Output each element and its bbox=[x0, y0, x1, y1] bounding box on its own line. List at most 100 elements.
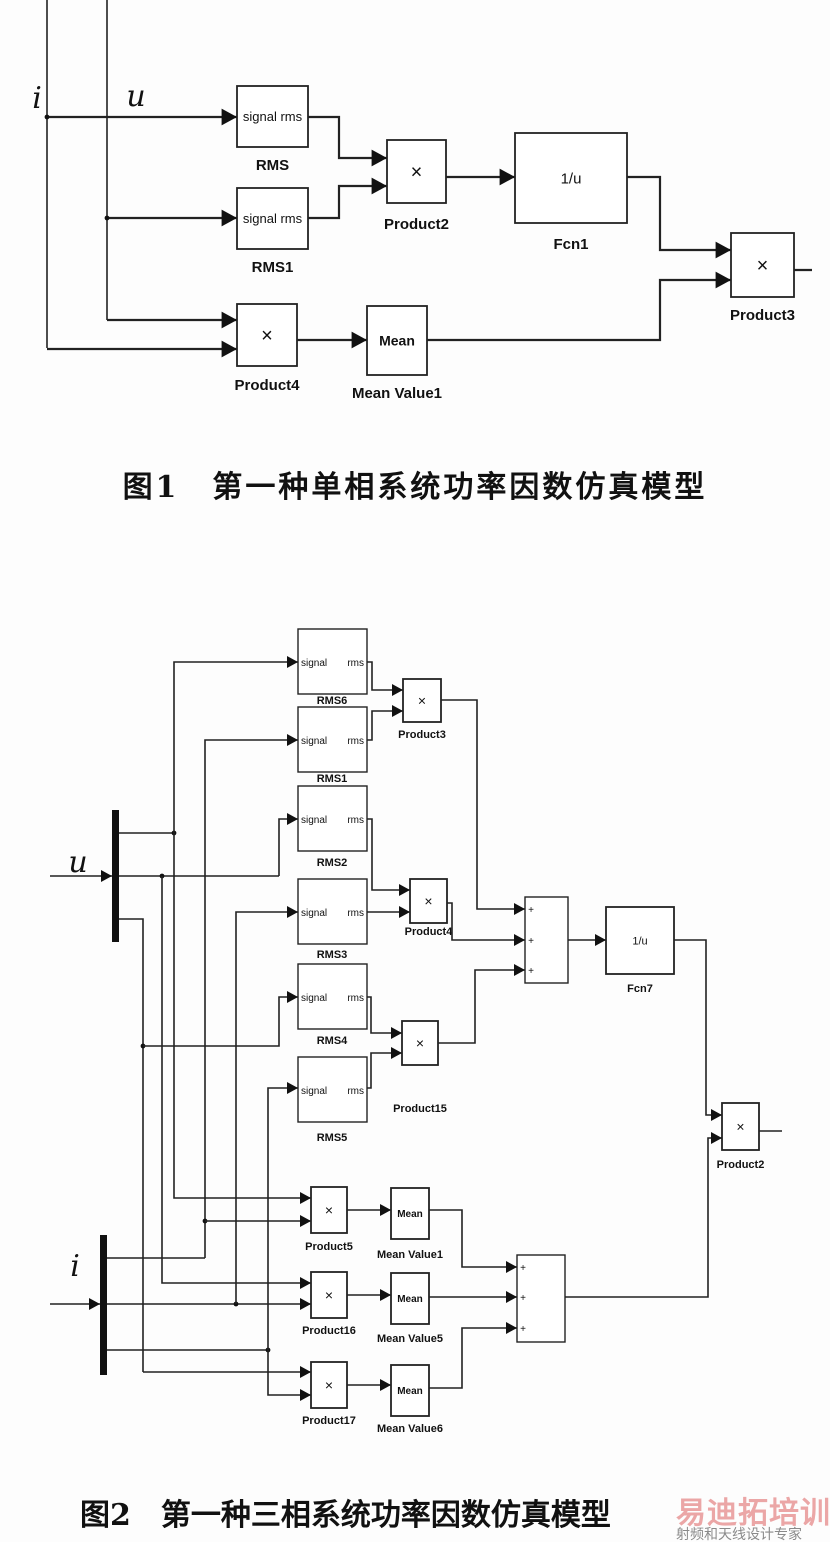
fig2-block-sum2 bbox=[516, 1254, 566, 1343]
arrow-head-icon bbox=[391, 1047, 402, 1059]
sum-sign: + bbox=[528, 905, 534, 916]
figure2-caption: 图2 第一种三相系统功率因数仿真模型 bbox=[80, 1498, 611, 1533]
arrow-head-icon bbox=[506, 1261, 517, 1273]
block-label: RMS1 bbox=[317, 773, 348, 785]
block-frame bbox=[366, 305, 428, 376]
block-frame bbox=[516, 1254, 566, 1343]
block-label: Product3 bbox=[398, 729, 446, 741]
block-content: × bbox=[418, 692, 426, 708]
signal-line bbox=[173, 661, 298, 833]
arrow-head-icon bbox=[499, 168, 515, 186]
arrow-head-icon bbox=[391, 1027, 402, 1039]
signal-line bbox=[367, 1052, 402, 1089]
fig2-block-rms6 bbox=[297, 628, 368, 695]
arrow-head-icon bbox=[287, 734, 298, 746]
port-label-rms: rms bbox=[347, 815, 364, 826]
arrow-head-icon bbox=[380, 1204, 391, 1216]
signal-line bbox=[308, 115, 387, 160]
block-label: Product4 bbox=[234, 377, 300, 394]
signal-line bbox=[204, 739, 298, 1258]
block-content: × bbox=[411, 162, 423, 184]
block-content: Mean bbox=[397, 1209, 423, 1220]
arrow-head-icon bbox=[287, 813, 298, 825]
block-frame bbox=[297, 628, 368, 695]
block-content: Mean bbox=[379, 332, 415, 348]
input-label-i: i bbox=[32, 81, 42, 116]
signal-line bbox=[367, 818, 410, 891]
watermark-logo: 易迪拓培训 bbox=[676, 1496, 830, 1531]
block-content: × bbox=[325, 1377, 333, 1393]
block-frame bbox=[730, 232, 795, 298]
fig2-block-rms2 bbox=[297, 785, 368, 852]
arrow-head-icon bbox=[300, 1277, 311, 1289]
block-label: Mean Value6 bbox=[377, 1423, 443, 1435]
block-label: Fcn1 bbox=[553, 236, 588, 253]
fig1-block-meanvalue1 bbox=[366, 305, 428, 376]
block-label: Product5 bbox=[305, 1241, 353, 1253]
signal-line bbox=[429, 1327, 517, 1389]
port-label-signal: signal bbox=[301, 815, 327, 826]
signal-line bbox=[441, 699, 525, 910]
fig2-block-meanvalue1 bbox=[390, 1187, 430, 1240]
block-label: Product3 bbox=[730, 307, 795, 324]
signal-line bbox=[235, 911, 298, 1304]
signal-line bbox=[308, 184, 387, 220]
port-label-signal: signal bbox=[301, 908, 327, 919]
block-frame bbox=[390, 1364, 430, 1417]
block-frame bbox=[297, 706, 368, 773]
block-content: × bbox=[424, 893, 432, 909]
arrow-head-icon bbox=[89, 1298, 100, 1310]
block-label: RMS3 bbox=[317, 949, 348, 961]
arrow-head-icon bbox=[399, 906, 410, 918]
port-label-rms: rms bbox=[347, 736, 364, 747]
arrow-head-icon bbox=[399, 884, 410, 896]
sum-sign: + bbox=[528, 936, 534, 947]
signal-line bbox=[565, 1137, 722, 1298]
port-label-signal: signal bbox=[301, 1086, 327, 1097]
sum-sign: + bbox=[520, 1263, 526, 1274]
port-label-rms: rms bbox=[347, 1086, 364, 1097]
signal-line bbox=[367, 661, 403, 691]
block-frame bbox=[297, 785, 368, 852]
block-frame bbox=[390, 1272, 430, 1325]
block-frame bbox=[390, 1187, 430, 1240]
block-label: Product16 bbox=[302, 1325, 356, 1337]
arrow-head-icon bbox=[514, 964, 525, 976]
figure1-caption: 图1 第一种单相系统功率因数仿真模型 bbox=[122, 470, 708, 505]
arrow-head-icon bbox=[371, 177, 387, 195]
fig2-block-fcn7 bbox=[605, 906, 675, 975]
u-bus-bar bbox=[112, 810, 119, 942]
fig2-block-product2 bbox=[721, 1102, 760, 1151]
port-label-signal: signal bbox=[301, 658, 327, 669]
block-frame bbox=[721, 1102, 760, 1151]
arrow-head-icon bbox=[221, 311, 237, 329]
arrow-head-icon bbox=[371, 149, 387, 167]
arrow-head-icon bbox=[300, 1192, 311, 1204]
block-frame bbox=[297, 1056, 368, 1123]
block-frame bbox=[514, 132, 628, 224]
signal-line bbox=[267, 1087, 298, 1350]
block-label: Product2 bbox=[717, 1159, 765, 1171]
fig1-block-product4 bbox=[236, 303, 298, 367]
port-label-rms: rms bbox=[347, 993, 364, 1004]
block-frame bbox=[409, 878, 448, 924]
fig2-block-product16 bbox=[310, 1271, 348, 1319]
block-frame bbox=[297, 878, 368, 945]
signal-line bbox=[119, 918, 144, 1372]
junction-dot bbox=[104, 215, 110, 221]
sum-sign: + bbox=[520, 1324, 526, 1335]
arrow-head-icon bbox=[287, 991, 298, 1003]
arrow-head-icon bbox=[300, 1298, 311, 1310]
arrow-head-icon bbox=[380, 1379, 391, 1391]
i-bus-bar bbox=[100, 1235, 107, 1375]
block-label: RMS5 bbox=[317, 1132, 348, 1144]
arrow-head-icon bbox=[715, 271, 731, 289]
block-content: Mean bbox=[397, 1294, 423, 1305]
block-label: Fcn7 bbox=[627, 983, 653, 995]
arrow-head-icon bbox=[595, 934, 606, 946]
arrow-head-icon bbox=[392, 705, 403, 717]
block-frame bbox=[386, 139, 447, 204]
fig1-block-rms bbox=[236, 85, 309, 148]
